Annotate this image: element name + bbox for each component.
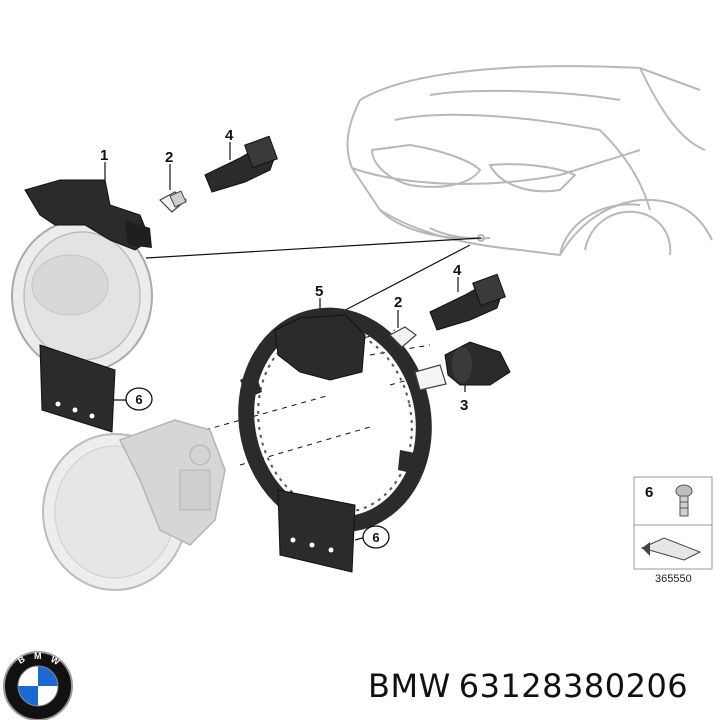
brand-caption: BMW 63128380206 — [368, 664, 688, 708]
callout-6-left: 6 — [135, 392, 142, 407]
small-bulb-middle — [389, 326, 417, 348]
fog-lamp-lower — [42, 419, 226, 591]
callout-4-middle: 4 — [453, 262, 462, 279]
callout-6-right-circle: 6 — [362, 525, 390, 549]
callout-2-middle: 2 — [394, 294, 402, 311]
mounting-ring — [238, 307, 432, 573]
bmw-logo: B M W — [3, 651, 73, 720]
halogen-bulb — [414, 341, 511, 391]
screw-icon — [675, 484, 693, 517]
callout-1: 1 — [100, 147, 108, 164]
callout-4-top: 4 — [225, 127, 234, 144]
callout-6-left-circle: 6 — [125, 387, 153, 411]
legend-ref-code: 365550 — [655, 573, 692, 585]
part-number: 63128380206 — [458, 667, 689, 705]
callout-5: 5 — [315, 283, 323, 300]
car-outline — [346, 65, 713, 256]
svg-text:M: M — [34, 651, 42, 661]
callout-2-top: 2 — [165, 149, 173, 166]
callout-6-right: 6 — [372, 530, 379, 545]
direction-arrow-icon — [640, 537, 702, 561]
callout-3: 3 — [460, 397, 468, 414]
fog-lamp-upper — [11, 179, 153, 433]
socket-middle — [429, 273, 506, 331]
legend-number: 6 — [645, 484, 653, 501]
svg-text:B: B — [16, 654, 27, 666]
small-bulb-upper — [159, 190, 187, 213]
socket-upper — [204, 135, 278, 193]
brand-name: BMW — [368, 667, 451, 705]
legend-box: 6 365550 — [633, 476, 713, 585]
